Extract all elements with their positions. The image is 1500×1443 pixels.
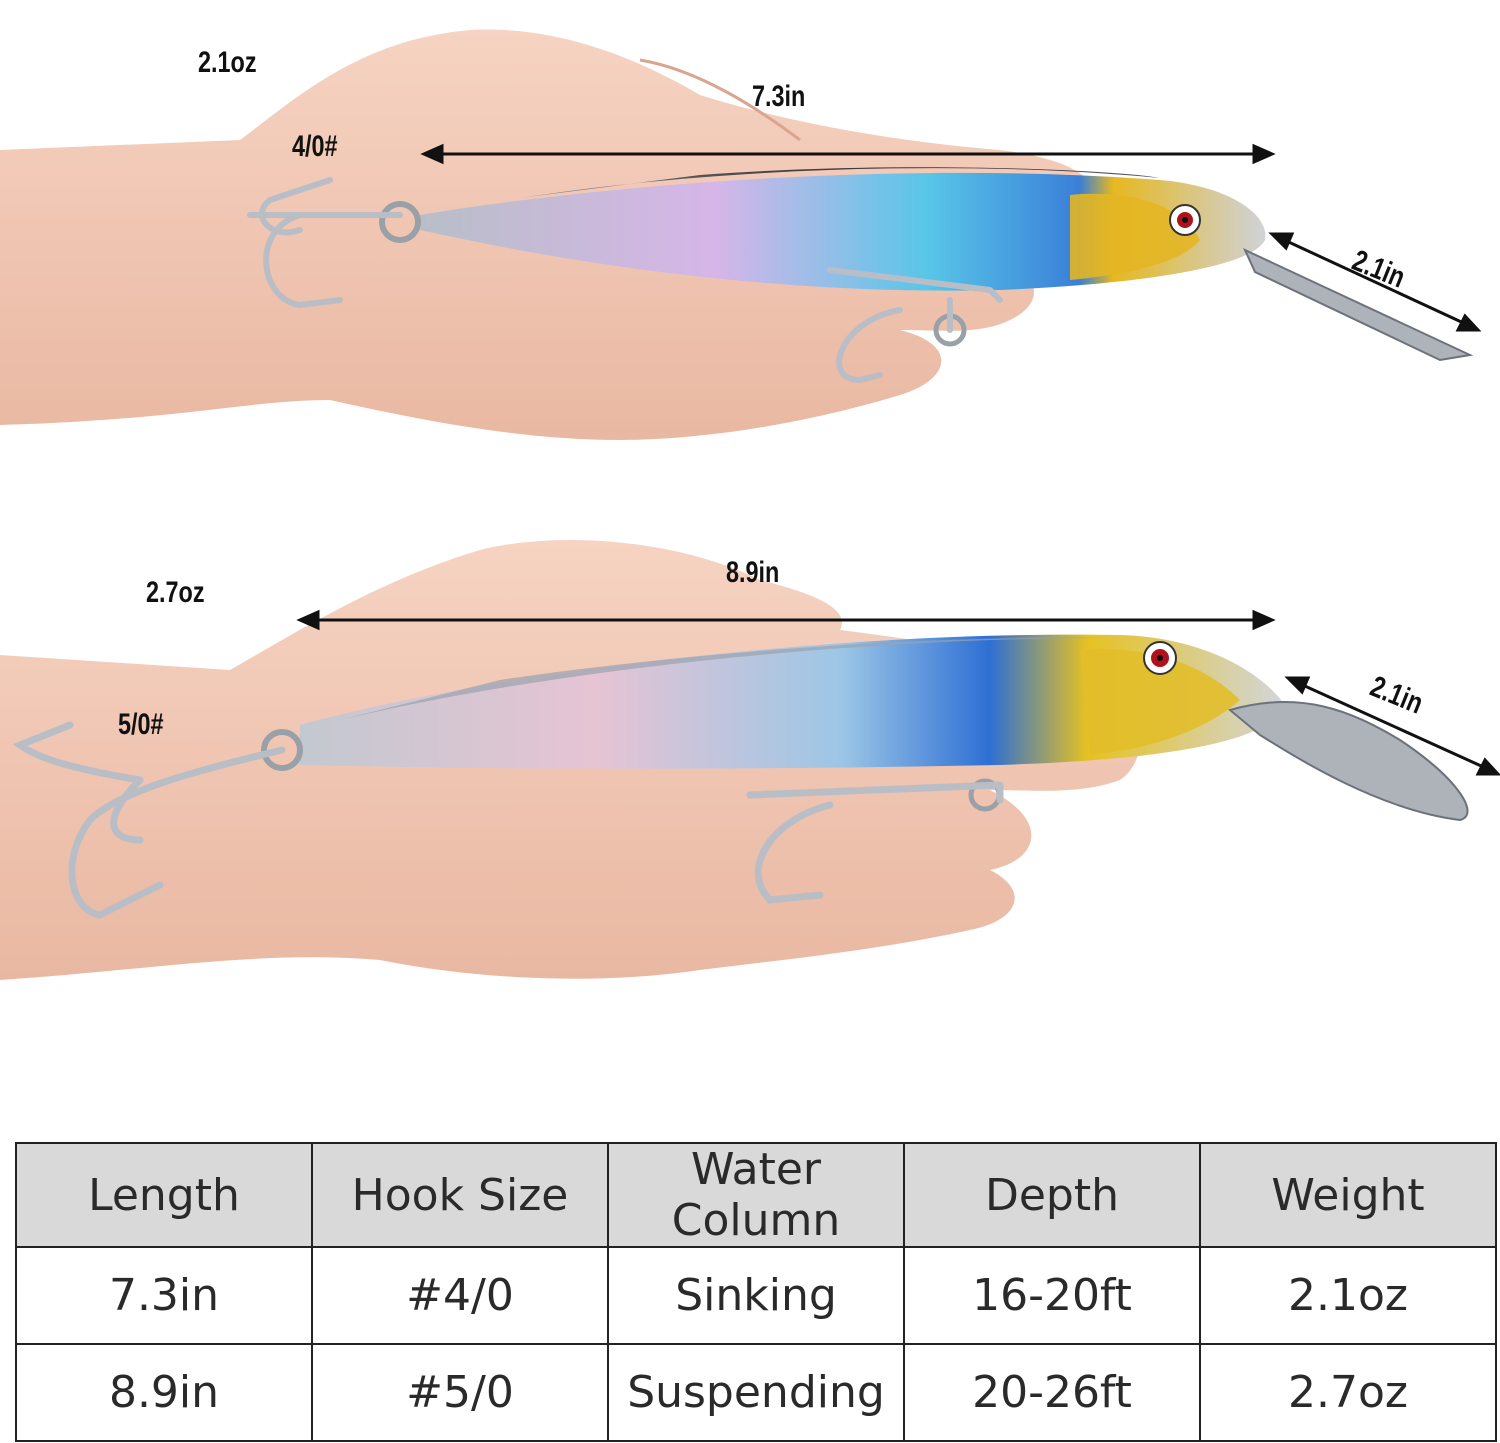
cell-water-column: Suspending: [607, 1343, 905, 1442]
cell-depth: 20-26ft: [903, 1343, 1201, 1442]
length-arrow-1: [420, 143, 1276, 165]
length-arrow-2: [296, 609, 1276, 631]
lure-lip-2: [1227, 700, 1469, 822]
treble-hook-belly-2: [746, 781, 1004, 904]
header-length: Length: [15, 1142, 313, 1248]
lure-lip-1: [1242, 247, 1474, 362]
table-header-row: Length Hook Size Water Column Depth Weig…: [15, 1142, 1497, 1248]
table-row: 7.3in #4/0 Sinking 16-20ft 2.1oz: [15, 1246, 1497, 1345]
header-depth: Depth: [903, 1142, 1201, 1248]
treble-hook-rear-2: [12, 721, 286, 919]
header-water-column: Water Column: [607, 1142, 905, 1248]
lure-body-2: [300, 634, 1285, 769]
hook-size-label: 4/0#: [292, 130, 338, 163]
treble-hook-rear-1: [247, 177, 403, 309]
treble-hook-belly-1: [827, 267, 1003, 384]
cell-water-column: Sinking: [607, 1246, 905, 1345]
cell-hook-size: #5/0: [311, 1343, 609, 1442]
cell-length: 8.9in: [15, 1343, 313, 1442]
weight-label: 2.1oz: [198, 46, 257, 79]
lip-arrow-1: [1268, 232, 1482, 332]
cell-hook-size: #4/0: [311, 1246, 609, 1345]
cell-depth: 16-20ft: [903, 1246, 1201, 1345]
lip-arrow-2: [1284, 676, 1500, 776]
header-hook-size: Hook Size: [311, 1142, 609, 1248]
table-row: 8.9in #5/0 Suspending 20-26ft 2.7oz: [15, 1343, 1497, 1442]
lure-photo-2: 2.7oz 8.9in 5/0# 2.1in: [0, 520, 1500, 1040]
header-weight: Weight: [1199, 1142, 1497, 1248]
length-label: 7.3in: [752, 80, 806, 113]
cell-length: 7.3in: [15, 1246, 313, 1345]
lure-illustration-2: [0, 540, 1500, 980]
weight-label: 2.7oz: [146, 576, 205, 609]
lure-body-1: [420, 172, 1266, 291]
lure-illustration-1: [0, 29, 1482, 440]
cell-weight: 2.7oz: [1199, 1343, 1497, 1442]
cell-weight: 2.1oz: [1199, 1246, 1497, 1345]
lure-photo-1: 2.1oz 7.3in 4/0# 2.1in: [0, 0, 1500, 470]
hook-size-label: 5/0#: [118, 708, 164, 741]
length-label: 8.9in: [726, 556, 780, 589]
spec-table: Length Hook Size Water Column Depth Weig…: [15, 1142, 1497, 1442]
